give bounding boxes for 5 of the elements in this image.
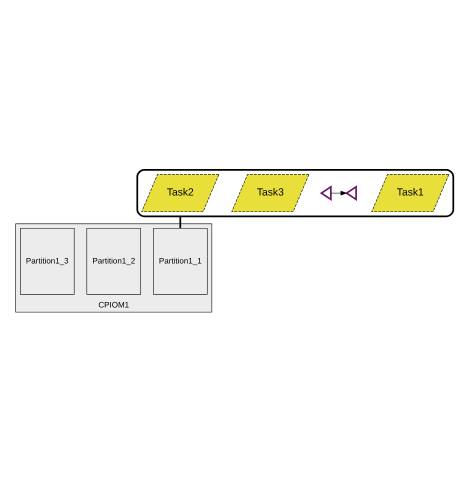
- cluster: [136, 169, 454, 218]
- node-triangle: [345, 185, 357, 202]
- arrow: [330, 190, 348, 196]
- node-triangle: [320, 185, 332, 202]
- connector: [179, 216, 182, 228]
